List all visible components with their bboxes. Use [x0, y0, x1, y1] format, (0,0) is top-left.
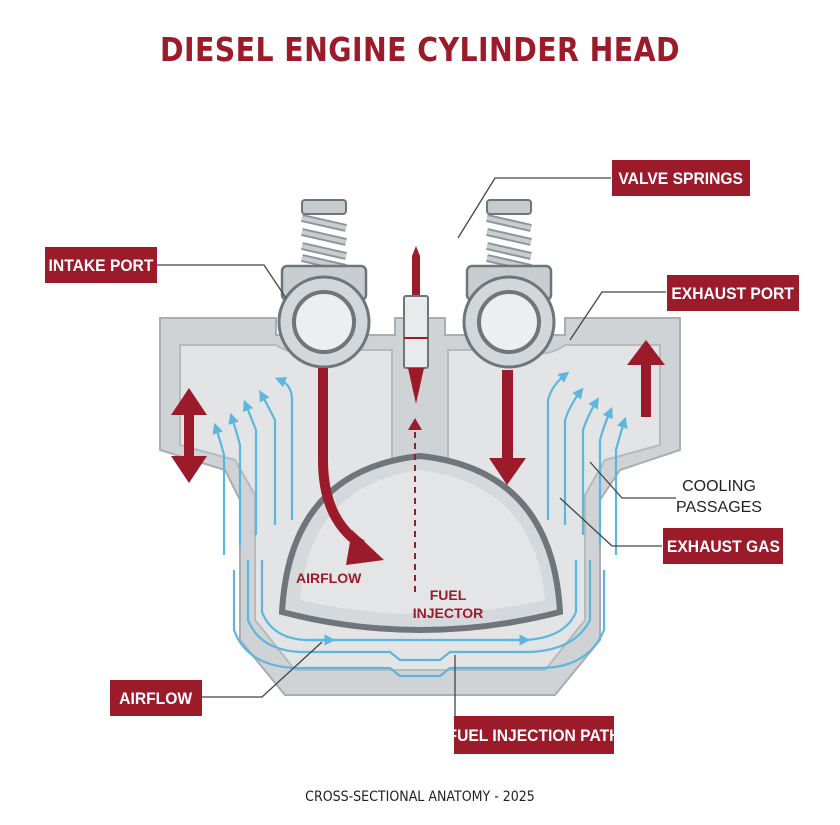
leader-lines [156, 177, 676, 722]
airflow-label: AIRFLOW [110, 680, 202, 716]
intake-airflow-arrow [318, 368, 384, 565]
fuel-injection-path-label: FUEL INJECTION PATH [448, 716, 620, 754]
intake-valve-assembly [277, 199, 371, 369]
footer-caption: CROSS-SECTIONAL ANATOMY - 2025 [305, 789, 535, 805]
page-title: DIESEL ENGINE CYLINDER HEAD [159, 30, 681, 69]
combustion-dome-highlight [300, 470, 545, 614]
valve-springs-text: VALVE SPRINGS [618, 168, 744, 188]
leader-intake-port [156, 264, 287, 299]
fuel-injector [403, 246, 429, 404]
fuel-injection-path-line [408, 418, 422, 592]
valve-springs-label: VALVE SPRINGS [612, 160, 750, 196]
intake-flow-double-arrow [171, 388, 207, 483]
fuel-injector-label: FUEL INJECTOR [408, 586, 488, 622]
exhaust-port-text: EXHAUST PORT [671, 283, 795, 303]
cooling-lines-right [546, 371, 628, 555]
intake-port-text: INTAKE PORT [48, 255, 154, 275]
airflow-text: AIRFLOW [119, 688, 193, 708]
cooling-passages-line2: PASSAGES [676, 499, 762, 516]
leader-cooling-passages [589, 461, 676, 499]
leader-exhaust-port [569, 291, 666, 341]
cooling-lines-left [212, 377, 294, 555]
leader-airflow [201, 641, 323, 698]
exhaust-valve-assembly [462, 199, 556, 369]
fuel-injector-line2: INJECTOR [412, 605, 484, 621]
exhaust-gas-text: EXHAUST GAS [666, 536, 780, 556]
exhaust-downflow-arrow [489, 370, 526, 485]
leader-exhaust-gas [559, 497, 662, 547]
fuel-injection-path-text: FUEL INJECTION PATH [447, 725, 621, 745]
fuel-injector-line1: FUEL [429, 587, 467, 603]
inner-airflow-label: AIRFLOW [296, 570, 362, 586]
exhaust-port-label: EXHAUST PORT [667, 275, 799, 311]
cooling-passages-line1: COOLING [682, 478, 756, 495]
leader-valve-springs [457, 177, 611, 239]
intake-port-label: INTAKE PORT [45, 247, 157, 283]
exhaust-flow-up-arrow [627, 340, 665, 417]
cooling-lines-bottom [232, 560, 606, 678]
cooling-passages-label: COOLING PASSAGES [676, 476, 762, 518]
exhaust-gas-label: EXHAUST GAS [663, 528, 783, 564]
